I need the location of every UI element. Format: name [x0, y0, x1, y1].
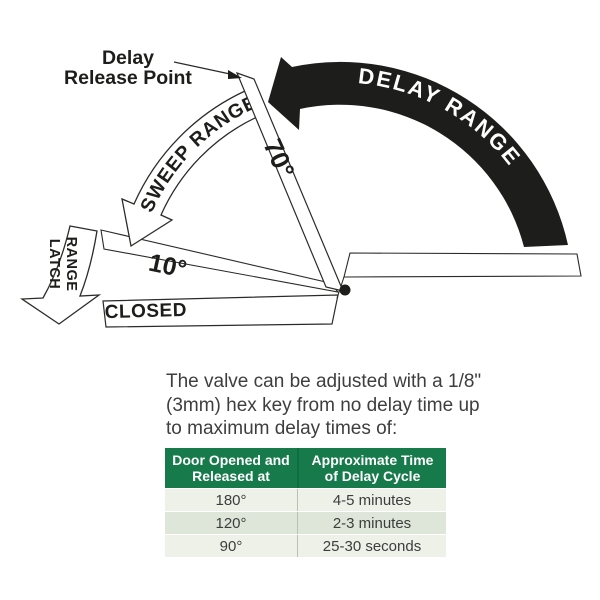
callout-arrowhead-icon [228, 70, 242, 79]
header-approx-time: Approximate Time of Delay Cycle [297, 448, 446, 488]
cell-angle: 180° [215, 491, 247, 509]
cell-angle: 90° [219, 537, 243, 555]
callout-pointer-line [173, 61, 231, 75]
delay-range-arc-arrow [268, 57, 568, 247]
desc-line3: to maximum delay times of: [166, 418, 398, 439]
valve-description: The valve can be adjusted with a 1/8" (3… [166, 370, 511, 441]
cell-angle: 120° [215, 514, 247, 532]
delay-time-table: Door Opened and Released at Approximate … [165, 448, 446, 557]
hinge-pivot-dot [339, 284, 351, 296]
table-row: 180° 4-5 minutes [165, 488, 446, 511]
door-delay-diagram: SWEEP RANGE 70° DELAY RANGE LATCH RANGE … [20, 47, 582, 328]
open-position-bar [343, 252, 582, 278]
cell-time: 4-5 minutes [297, 489, 446, 511]
desc-line2: (3mm) hex key from no delay time up [166, 394, 480, 416]
header-approx-time-line1: Approximate Time [311, 452, 434, 468]
header-door-opened-line2: Released at [192, 468, 270, 484]
sweep-range-label: SWEEP RANGE [136, 91, 261, 216]
latch-label-line1: LATCH [46, 239, 62, 290]
closed-label: CLOSED [105, 300, 188, 323]
delay-release-point-line2: Release Point [64, 67, 192, 89]
latch-range-arrow [20, 225, 102, 325]
cell-time: 2-3 minutes [297, 512, 446, 534]
header-door-opened-line1: Door Opened and [172, 452, 290, 468]
header-door-opened: Door Opened and Released at [165, 448, 297, 488]
table-row: 120° 2-3 minutes [165, 511, 446, 534]
cell-time: 25-30 seconds [297, 535, 446, 557]
closed-position-bar [102, 294, 339, 328]
table-row: 90° 25-30 seconds [165, 534, 446, 557]
latch-position-bar [100, 229, 340, 293]
delay-release-point-line1: Delay [102, 47, 154, 69]
table-header-row: Door Opened and Released at Approximate … [165, 448, 446, 488]
latch-label-line2: RANGE [63, 237, 79, 292]
desc-line1: The valve can be adjusted with a 1/8" [166, 371, 482, 392]
header-approx-time-line2: of Delay Cycle [324, 468, 421, 484]
sweep-range-arc-arrow [121, 90, 258, 248]
